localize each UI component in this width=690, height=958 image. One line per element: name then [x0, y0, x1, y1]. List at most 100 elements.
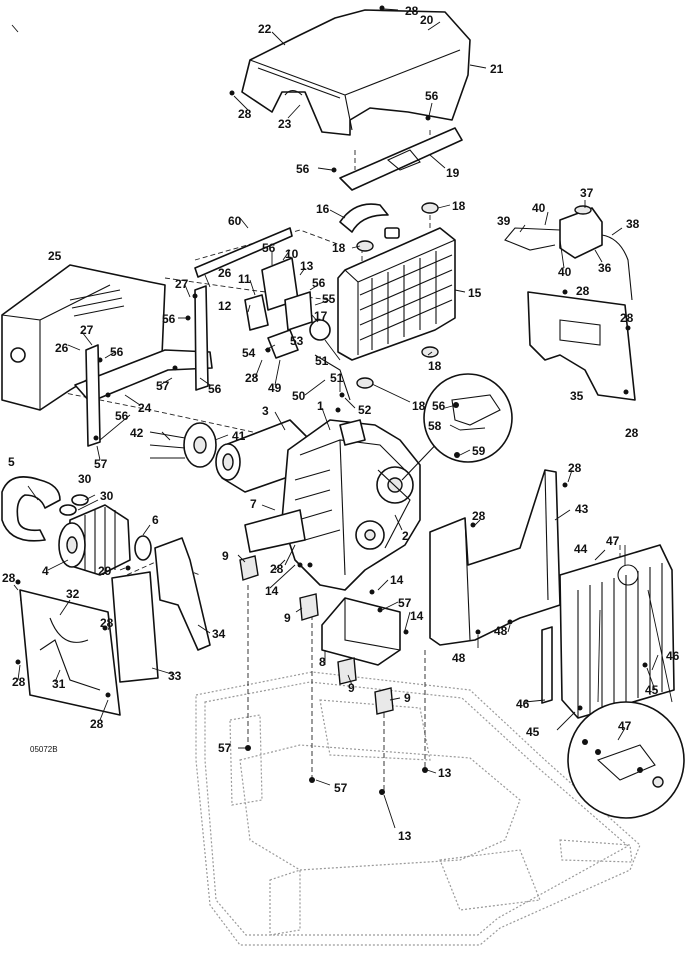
callout-57: 57 — [334, 781, 348, 795]
callout-28: 28 — [568, 461, 582, 475]
callout-46: 46 — [516, 697, 530, 711]
callout-54: 54 — [242, 346, 256, 360]
callout-46: 46 — [666, 649, 680, 663]
radiator-top-bracket — [339, 127, 463, 191]
callout-26: 26 — [218, 266, 232, 280]
callout-55: 55 — [322, 292, 336, 306]
detail-circle-throttle — [423, 373, 513, 463]
callout-14: 14 — [390, 573, 404, 587]
callout-57: 57 — [156, 379, 170, 393]
oil-cooler — [541, 544, 675, 719]
radiator — [337, 227, 456, 361]
reservoir-plate — [527, 291, 636, 401]
callout-31: 31 — [52, 677, 66, 691]
callout-9: 9 — [222, 549, 229, 563]
callout-labels: 20 28 21 22 28 23 56 19 56 16 18 18 15 1… — [2, 4, 680, 843]
callout-21: 21 — [490, 62, 504, 76]
engine-mount-channel — [74, 285, 213, 447]
callout-13: 13 — [438, 766, 452, 780]
callout-23: 23 — [278, 117, 292, 131]
callout-9: 9 — [404, 691, 411, 705]
callout-19: 19 — [446, 166, 460, 180]
callout-45: 45 — [645, 683, 659, 697]
callout-58: 58 — [428, 419, 442, 433]
callout-56: 56 — [208, 382, 222, 396]
callout-56: 56 — [162, 312, 176, 326]
callout-47: 47 — [618, 719, 632, 733]
callout-24: 24 — [138, 401, 152, 415]
hood-cover — [241, 9, 471, 136]
callout-28: 28 — [12, 675, 26, 689]
callout-20: 20 — [420, 13, 434, 27]
callout-56: 56 — [110, 345, 124, 359]
callout-40: 40 — [558, 265, 572, 279]
callout-48: 48 — [452, 651, 466, 665]
callout-52: 52 — [358, 403, 372, 417]
chassis-frame — [195, 671, 641, 946]
lower-left-shield — [19, 589, 121, 716]
callout-18: 18 — [428, 359, 442, 373]
callout-28: 28 — [245, 371, 259, 385]
callout-30: 30 — [78, 472, 92, 486]
callout-28: 28 — [620, 311, 634, 325]
callout-29: 29 — [98, 564, 112, 578]
air-cleaner — [1, 476, 152, 576]
callout-27: 27 — [80, 323, 94, 337]
callout-7: 7 — [250, 497, 257, 511]
callout-2: 2 — [402, 529, 409, 543]
callout-56: 56 — [115, 409, 129, 423]
callout-22: 22 — [258, 22, 272, 36]
callout-53: 53 — [290, 334, 304, 348]
right-mount-bracket — [321, 597, 401, 666]
callout-41: 41 — [232, 429, 246, 443]
upper-hose — [339, 203, 389, 233]
rear-mount-frame — [429, 469, 561, 646]
callout-38: 38 — [626, 217, 640, 231]
callout-16: 16 — [316, 202, 330, 216]
callout-8: 8 — [319, 655, 326, 669]
callout-28: 28 — [270, 562, 284, 576]
detail-circle-fitting — [567, 564, 685, 819]
callout-1: 1 — [317, 399, 324, 413]
callout-50: 50 — [292, 389, 306, 403]
callout-28: 28 — [90, 717, 104, 731]
callout-57: 57 — [218, 741, 232, 755]
callout-13: 13 — [398, 829, 412, 843]
callout-12: 12 — [218, 299, 232, 313]
callout-28: 28 — [100, 616, 114, 630]
engine-base-plate — [244, 509, 306, 553]
callout-56: 56 — [262, 241, 276, 255]
callout-18: 18 — [332, 241, 346, 255]
callout-33: 33 — [168, 669, 182, 683]
callout-17: 17 — [314, 309, 328, 323]
callout-26: 26 — [55, 341, 69, 355]
callout-9: 9 — [284, 611, 291, 625]
callout-13: 13 — [300, 259, 314, 273]
callout-18: 18 — [412, 399, 426, 413]
callout-39: 39 — [497, 214, 511, 228]
callout-35: 35 — [570, 389, 584, 403]
coolant-reservoir — [504, 205, 633, 301]
callout-57: 57 — [94, 457, 108, 471]
callout-40: 40 — [532, 201, 546, 215]
fuel-filter-assembly — [244, 257, 351, 401]
callout-14: 14 — [410, 609, 424, 623]
callout-32: 32 — [66, 587, 80, 601]
callout-44: 44 — [574, 542, 588, 556]
drawing-code: 05072B — [30, 745, 58, 754]
callout-37: 37 — [580, 186, 594, 200]
engine — [281, 419, 446, 591]
callout-43: 43 — [575, 502, 589, 516]
callout-11: 11 — [238, 272, 251, 286]
callout-56: 56 — [296, 162, 310, 176]
callout-14: 14 — [265, 584, 279, 598]
callout-59: 59 — [472, 444, 486, 458]
callout-28: 28 — [576, 284, 590, 298]
callout-42: 42 — [130, 426, 144, 440]
callout-27: 27 — [175, 277, 189, 291]
callout-25: 25 — [48, 249, 62, 263]
callout-6: 6 — [152, 513, 159, 527]
callout-28: 28 — [405, 4, 419, 18]
callout-48: 48 — [494, 624, 508, 638]
callout-45: 45 — [526, 725, 540, 739]
